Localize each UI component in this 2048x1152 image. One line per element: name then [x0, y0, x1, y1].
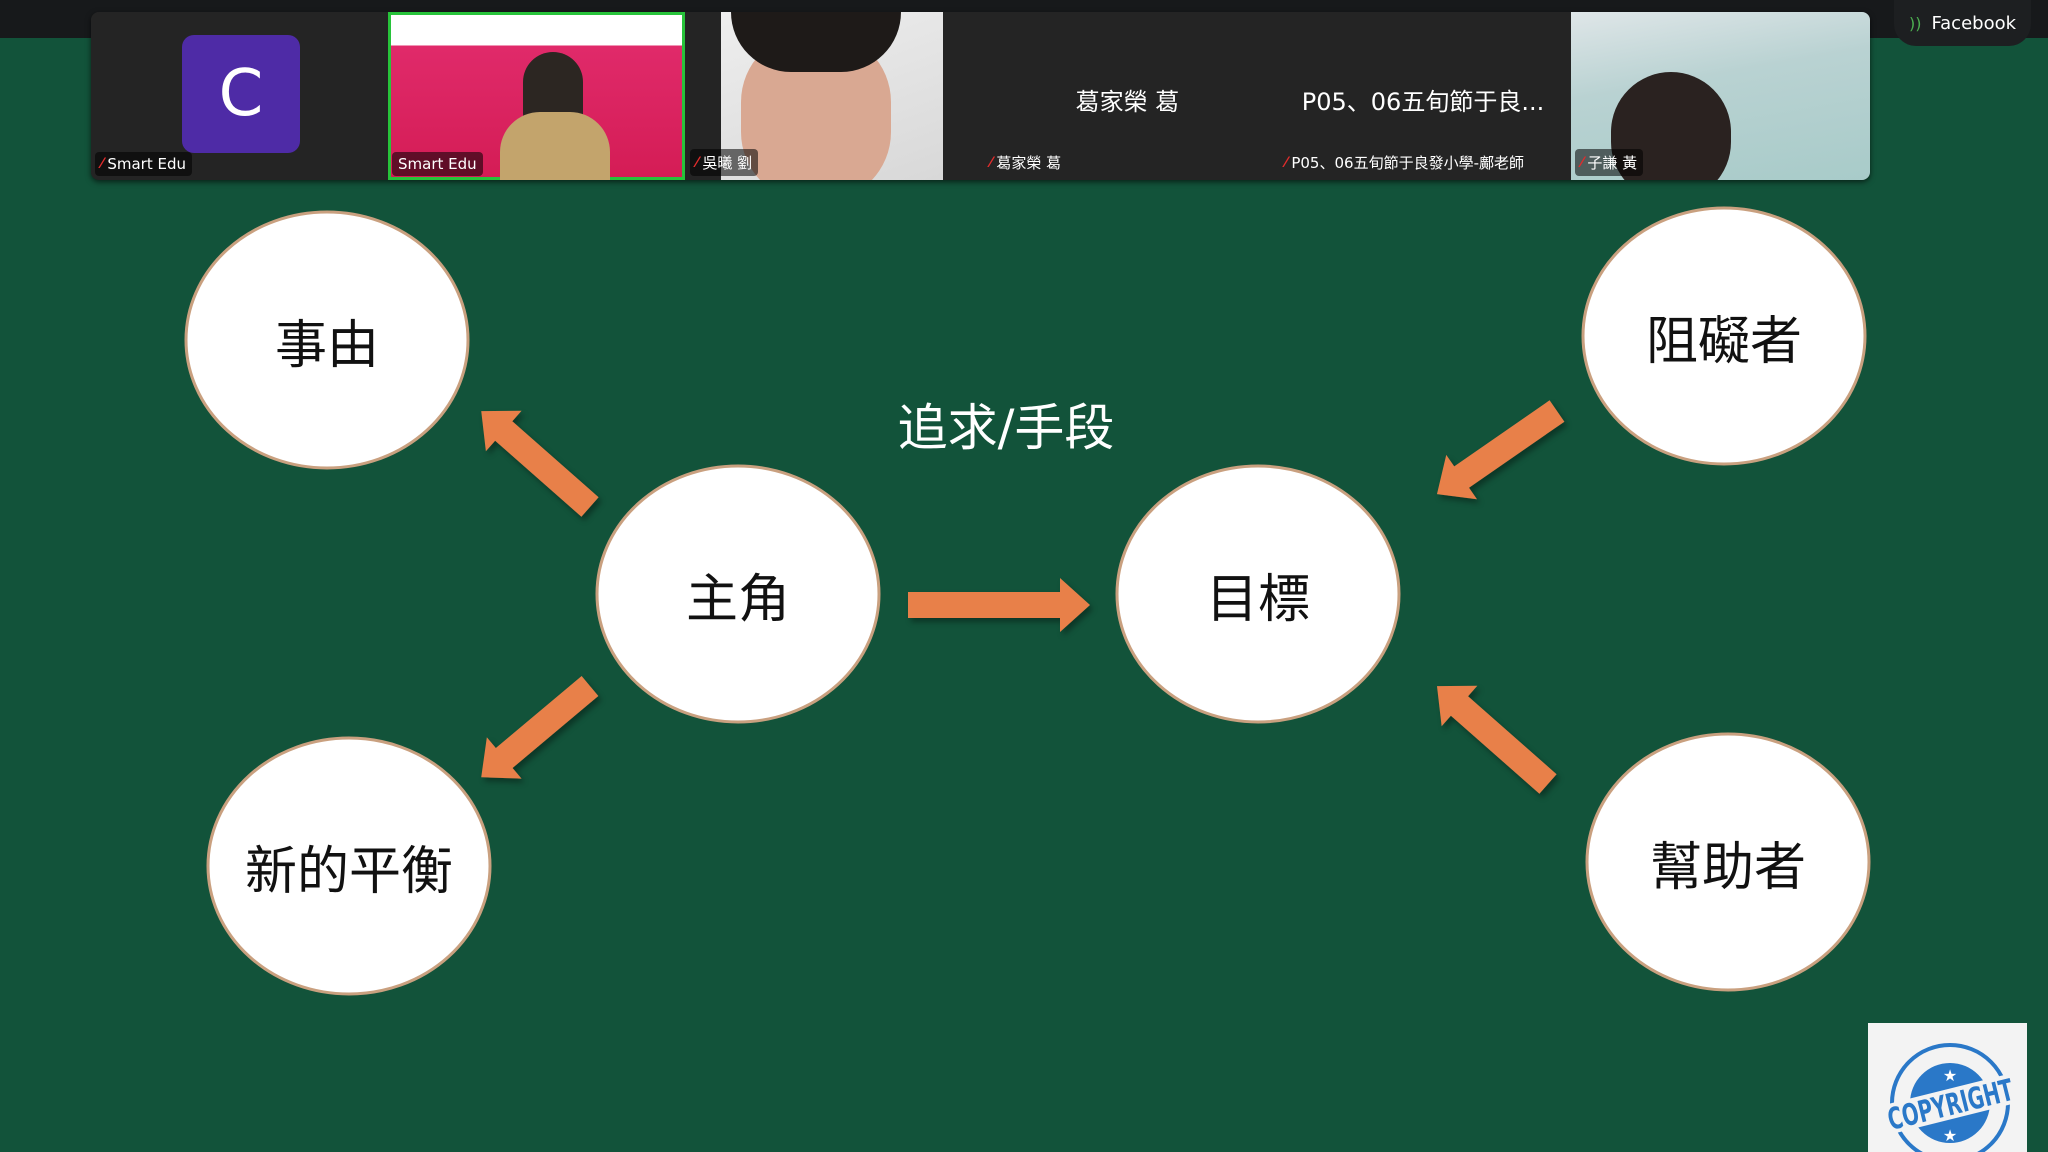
- participant-tile-active[interactable]: Smart Edu: [388, 12, 685, 180]
- live-signal-icon: )): [1908, 13, 1922, 33]
- node-obstacle: 阻礙者: [1645, 311, 1802, 372]
- node-helper: 幫助者: [1649, 837, 1806, 898]
- participant-tile[interactable]: ⁄吳曦 劉: [686, 12, 980, 180]
- name-tag: ⁄Smart Edu: [95, 152, 192, 176]
- facebook-label: Facebook: [1931, 12, 2017, 34]
- participant-name: P05、06五旬節于良發小學-鄺老師: [1291, 154, 1524, 172]
- pursuit-means-label: 追求/手段: [897, 399, 1115, 457]
- participant-name: Smart Edu: [107, 155, 186, 173]
- arrow-helper-to-goal: [1436, 685, 1557, 794]
- node-circle-goal: [1115, 464, 1401, 724]
- copyright-stamp-icon: COPYRIGHT ★ ★: [1878, 1043, 2027, 1152]
- node-circle-protagonist: [595, 464, 881, 724]
- node-circle-cause: [184, 210, 470, 470]
- participant-name: 吳曦 劉: [702, 154, 753, 172]
- svg-text:★: ★: [1943, 1126, 1957, 1145]
- node-goal: 目標: [1205, 569, 1310, 630]
- name-tag: ⁄吳曦 劉: [690, 149, 759, 176]
- name-tag: ⁄子謙 黃: [1575, 149, 1644, 176]
- participant-tile[interactable]: 葛家榮 葛 ⁄葛家榮 葛: [980, 12, 1275, 180]
- facebook-live-button[interactable]: )) Facebook: [1894, 0, 2031, 46]
- participant-display-name: P05、06五旬節于良...: [1301, 88, 1545, 116]
- avatar: C: [182, 35, 300, 153]
- participant-tile[interactable]: P05、06五旬節于良... ⁄P05、06五旬節于良發小學-鄺老師: [1275, 12, 1571, 180]
- participant-tile[interactable]: ⁄子謙 黃: [1571, 12, 1870, 180]
- mic-muted-icon: ⁄: [1581, 154, 1584, 171]
- video-hair: [731, 12, 901, 72]
- participant-name: 子謙 黃: [1587, 154, 1638, 172]
- mic-muted-icon: ⁄: [101, 156, 104, 172]
- node-circle-new-balance: [206, 736, 492, 996]
- node-circle-helper: [1585, 732, 1871, 992]
- mic-muted-icon: ⁄: [1285, 154, 1288, 171]
- node-new-balance: 新的平衡: [244, 841, 453, 902]
- participant-name: 葛家榮 葛: [996, 154, 1062, 172]
- participant-name: Smart Edu: [398, 155, 477, 173]
- node-protagonist: 主角: [685, 569, 790, 630]
- participant-strip: C ⁄Smart Edu Smart Edu ⁄吳曦 劉 葛家榮 葛 ⁄葛家榮 …: [91, 12, 1870, 180]
- name-tag: Smart Edu: [392, 152, 483, 176]
- mic-muted-icon: ⁄: [990, 154, 993, 171]
- arrow-protagonist-to-goal: [908, 578, 1090, 632]
- copyright-stamp-image: COPYRIGHT ★ ★: [1868, 1023, 2027, 1152]
- video-person-body: [500, 112, 610, 180]
- node-cause: 事由: [274, 315, 379, 376]
- name-tag: ⁄P05、06五旬節于良發小學-鄺老師: [1279, 149, 1530, 176]
- participant-tile[interactable]: C ⁄Smart Edu: [91, 12, 387, 180]
- mic-muted-icon: ⁄: [696, 154, 699, 171]
- arrow-protagonist-to-new-balance: [481, 676, 599, 779]
- arrow-protagonist-to-cause: [481, 410, 599, 517]
- svg-text:★: ★: [1943, 1066, 1957, 1085]
- name-tag: ⁄葛家榮 葛: [984, 149, 1067, 176]
- arrow-obstacle-to-goal: [1436, 400, 1565, 500]
- participant-display-name: 葛家榮 葛: [1075, 88, 1180, 116]
- node-circle-obstacle: [1581, 206, 1867, 466]
